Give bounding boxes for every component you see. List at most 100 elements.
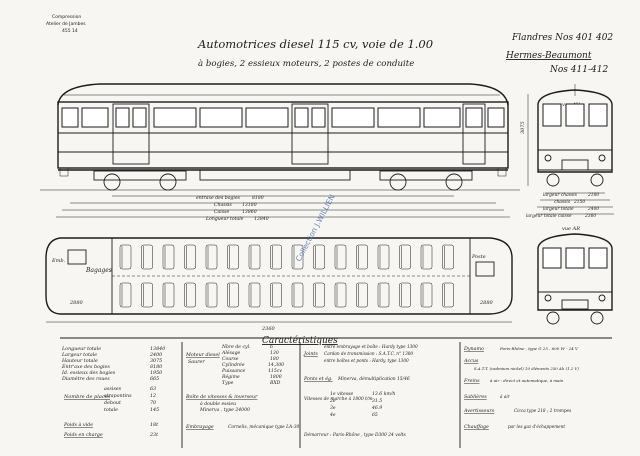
headlamp [544,154,552,162]
characteristics-heading: Caractéristiques [262,335,338,346]
wheel [546,173,560,187]
end-window [588,247,608,269]
clutch-label: Embrayage [185,424,214,430]
end-dim-label: largeur totale [543,207,574,212]
engine-value: 14,300 [268,362,284,368]
cab-window-left [61,107,79,128]
plan-label-left: Emb. [51,258,66,264]
places-value: 12 [150,393,156,399]
seat-bench [399,282,411,308]
wheel [590,173,604,187]
equipment-value: S.A.T.T. (cadmium nickel) 10 éléments 25… [474,366,579,371]
places-label: assises [104,386,122,392]
step [59,167,69,177]
equipment-label: Accus [463,358,479,364]
spec-value: 13840 [150,346,165,352]
seat-bench [141,282,153,308]
gear-label: 1e vitesse [330,391,353,397]
gearbox-line: Minerva , type 24000 [199,407,250,413]
equipment-block: Dynamo Paris-Rhône , type G 25 , 600 W -… [463,346,579,430]
seat-bench [227,244,239,270]
dim-label: Longueur totale [205,216,244,222]
spec-label: Diamètre des roues [61,375,110,382]
engine-label: Type [222,380,234,386]
top-left-note: Compression Atelier de Jambes 455 14 [46,14,86,34]
seat-bench [420,244,433,270]
engine-label: Puissance [221,368,246,374]
end-dim-value: 2150 [573,200,585,205]
window [331,107,375,128]
spec-value: 665 [150,376,159,382]
tail-lamp [598,294,606,302]
axle-label: Ponts et ég. [303,375,333,382]
driver-desk [67,249,87,265]
places-label: strapontins [104,393,132,399]
end-window [588,103,608,127]
dim-value: 13180 [242,202,257,208]
seat-bench [399,244,411,270]
places-value: 145 [150,407,159,413]
equipment-label: Freins [463,378,480,384]
note-line-1: Compression [52,14,81,20]
dimensions-block: Longueur totale 13840 Largeur totale 240… [61,346,165,382]
end-dim-label: chassis [554,200,571,205]
end-dim-value: 2180 [587,193,599,198]
spec-label: Id. essieux des bogies [61,370,116,376]
tail-lamp [544,294,552,302]
seat-bench [248,244,261,270]
window [245,107,289,128]
places-heading: Nombre de places [63,394,111,400]
equipment-value: Cicca type 218 ; 2 trompes [514,408,571,413]
seat-bench [334,282,347,308]
engine-label: Course [222,356,239,362]
equipment-label: Dynamo [463,346,484,352]
door-window [115,107,130,128]
gear-value: 13.6 km/h [372,391,395,397]
rear-end-view: vue AR [537,226,613,325]
end-window [542,247,562,269]
places-value: 70 [150,400,156,406]
seat-bench [162,244,175,270]
cab-window-right [487,107,505,128]
speeds-heading: Vitesses de marche à 1800 t/m [304,397,373,402]
headlamp [598,154,606,162]
places-block: Nombre de places assises 63 strapontins … [63,386,159,413]
dim-label: entraxe des bogies [196,195,241,201]
equipment-value: Paris-Rhône , type G 25 , 600 W - 24 V [499,346,579,351]
poids-value: 23t [149,432,158,438]
series-line-2: Hermes-Beaumont [505,51,592,61]
spec-label: Hauteur totale [61,358,98,364]
seat-bench [141,244,153,270]
equipment-box [199,169,351,181]
door-window [465,107,483,128]
poids-value: 18t [150,422,158,428]
title-line-1: Automotrices diesel 115 cv, voie de 1.00 [197,37,433,51]
door-window [132,107,147,128]
plan-dim-left: 2880 [69,300,84,306]
plan-label-right: Poste [471,254,486,260]
door-window [311,107,326,128]
plan-dim-small: 2360 [261,326,276,332]
bogie-left [93,170,187,191]
places-label: debout [104,400,121,406]
poids-block: Poids à vide 18t Poids en charge 23t [63,421,158,438]
wheel [590,311,604,325]
seat-bench [227,282,239,308]
rear-outline [537,233,613,311]
dim-label: Chassis [214,202,232,208]
seat-bench [205,282,218,308]
seat-bench [377,244,390,270]
end-window [565,247,585,269]
seat-bench [291,244,304,270]
series-line-1: Flandres Nos 401 402 [511,33,613,43]
door-window [294,107,309,128]
end-dim-label: largeur totale caisse [526,214,572,219]
equipment-value: à air [500,394,511,399]
seat-bench [248,282,261,308]
gear-value: 31.5 [372,398,382,404]
window [81,107,109,128]
spec-label: Largeur totale [61,352,97,358]
front-end-view: vue AV 3075 largeur chassis 2180 chassis… [520,84,614,219]
characteristics-table: Longueur totale 13840 Largeur totale 240… [60,337,612,448]
